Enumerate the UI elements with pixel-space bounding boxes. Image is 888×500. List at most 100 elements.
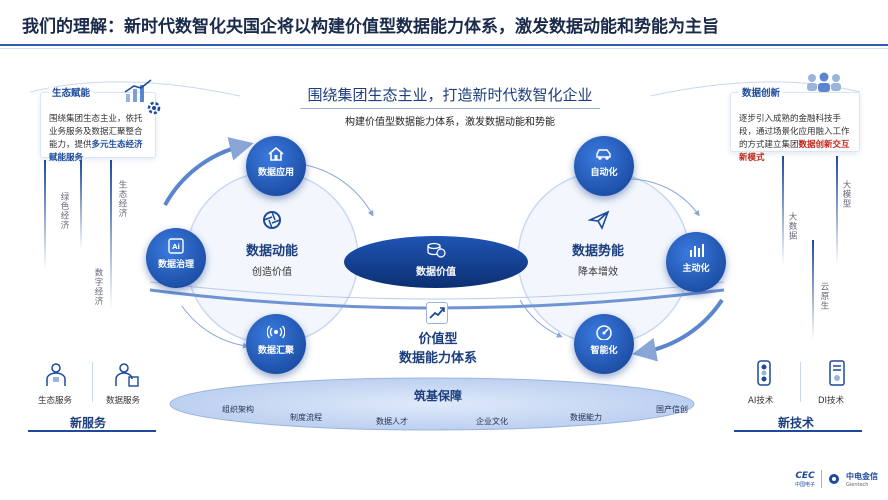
right-vlabel-cloud-native: 云原生 [819, 282, 829, 311]
left-drop-line-1 [44, 160, 46, 270]
foundation-ellipse [169, 377, 695, 431]
node-data-aggregation-label: 数据汇聚 [257, 346, 294, 356]
node-intelligent: 智能化 [574, 314, 634, 374]
left-vlabel-green-economy: 绿色经济 [59, 192, 69, 230]
right-vlabel-large-model: 大模型 [841, 180, 851, 209]
value-system-icon-box [426, 302, 448, 324]
title-divider [0, 44, 888, 46]
data-service-icon [115, 363, 139, 387]
eco-empowerment-panel: 生态赋能 围绕集团生态主业，依托业务服务及数据汇聚整合能力，提供多元生态经济赋能… [40, 87, 156, 163]
new-tech-title: 新技术 [778, 416, 815, 430]
new-service-item-eco: 生态服务 [38, 396, 73, 406]
right-cycle-outer-arc [632, 298, 724, 362]
gear-icon [147, 101, 161, 115]
eco-panel-title: 生态赋能 [49, 87, 94, 100]
foundation-item-culture: 企业文化 [476, 417, 508, 426]
new-tech-item-di: DI技术 [818, 396, 845, 406]
cec-logo: CEC 中国电子 [795, 471, 815, 488]
coins-icon [427, 242, 446, 258]
right-drop-line-2 [836, 156, 838, 266]
cec-logo-mark: CEC [795, 470, 815, 481]
left-cycle-outer-arc [163, 137, 254, 206]
center-subline: 构建价值型数据能力体系，激发数据动能和势能 [345, 117, 555, 128]
left-drop-line-3 [110, 160, 112, 310]
left-cycle-subtitle: 创造价值 [252, 267, 292, 278]
new-service-divider [92, 362, 93, 402]
node-data-application-label: 数据应用 [257, 168, 294, 178]
car-icon [596, 149, 611, 160]
foundation-item-process: 制度流程 [290, 413, 322, 422]
right-cycle-title: 数据势能 [571, 244, 624, 259]
home-icon [268, 146, 284, 161]
paper-plane-icon [588, 210, 610, 230]
traffic-light-icon [757, 360, 771, 386]
node-automation-label: 自动化 [590, 168, 618, 178]
bar-chart-icon [690, 244, 704, 257]
foundation-item-capability: 数据能力 [570, 413, 602, 422]
data-innovation-panel: 数据创新 逐步引入成熟的金融科技手段，通过场景化应用融入工作的方式建立集团数据创… [730, 87, 860, 163]
right-vlabel-big-data: 大数据 [787, 212, 797, 241]
brand-logo: CEC 中国电子 中电金信 Gientech [795, 470, 878, 488]
center-band-thin [149, 281, 725, 300]
value-system-title-line-1: 价值型 [418, 332, 458, 347]
left-cycle-label: 数据动能 创造价值 [222, 240, 322, 278]
left-vlabel-digital-economy: 数字经济 [93, 268, 103, 306]
node-data-aggregation: 数据汇聚 [246, 314, 306, 374]
left-cycle-title: 数据动能 [245, 244, 298, 259]
gientech-logo-name: 中电金信 [846, 471, 878, 481]
new-tech-underline [734, 430, 862, 432]
center-heading-rule [300, 108, 600, 109]
logo-divider [821, 470, 822, 488]
eco-panel-text: 围绕集团生态主业，依托业务服务及数据汇聚整合能力，提供 [49, 114, 143, 150]
aperture-icon [263, 211, 281, 229]
right-cycle-lower-arc [519, 299, 563, 338]
new-service-item-data: 数据服务 [106, 396, 141, 406]
trend-up-icon [429, 307, 445, 319]
gientech-logo: 中电金信 Gientech [846, 471, 878, 488]
left-cycle-lower-arc [181, 305, 249, 349]
left-cycle-inner-arc [299, 163, 374, 217]
node-proactive: 主动化 [666, 232, 726, 292]
person-service-icon [46, 363, 66, 386]
center-heading: 围绕集团生态主业，打造新时代数智化企业 构建价值型数据能力体系，激发数据动能和势… [300, 84, 600, 128]
di-tech-icon [829, 360, 845, 386]
node-data-governance-label: 数据治理 [157, 260, 194, 270]
left-drop-line-2 [80, 160, 82, 250]
innov-panel-title: 数据创新 [739, 87, 784, 100]
value-system-title-line-2: 数据能力体系 [398, 351, 477, 366]
left-vlabel-eco-economy: 生态经济 [117, 180, 127, 218]
page-title: 我们的理解：新时代数智化央国企将以构建价值型数据能力体系，激发数据动能和势能为主… [22, 17, 719, 37]
eco-chart-icon [124, 79, 152, 102]
new-service-title: 新服务 [70, 416, 107, 430]
node-automation: 自动化 [574, 136, 634, 196]
new-tech-item-ai: AI技术 [748, 396, 774, 406]
foundation-item-talent: 数据人才 [376, 417, 408, 426]
gientech-logo-icon [829, 474, 839, 484]
svg-text:Ai: Ai [172, 243, 180, 251]
value-system-title: 价值型 数据能力体系 [376, 328, 500, 366]
node-data-governance: Ai 数据治理 [146, 228, 206, 288]
hub-label: 数据价值 [416, 267, 456, 278]
gientech-logo-sub: Gientech [846, 481, 869, 488]
broadcast-icon [267, 325, 285, 339]
innov-panel-highlight: 数据创新交互新模式 [739, 140, 850, 163]
node-data-application: 数据应用 [246, 136, 306, 196]
title-divider-thin [0, 48, 888, 49]
right-drop-line-1 [782, 156, 784, 266]
innov-panel-text: 逐步引入成熟的金融科技手段，通过场景化应用融入工作的方式建立集团 [739, 114, 850, 150]
node-proactive-label: 主动化 [682, 264, 710, 274]
foundation-title: 筑基保障 [414, 389, 463, 403]
new-service-underline [28, 430, 156, 432]
foundation-item-org: 组织架构 [222, 405, 254, 414]
gauge-icon [596, 325, 612, 340]
foundation-item-xinchuang: 国产信创 [656, 405, 688, 414]
right-cycle-label: 数据势能 降本增效 [548, 240, 648, 278]
hub-ellipse [344, 236, 528, 288]
node-intelligent-label: 智能化 [590, 346, 618, 356]
center-headline: 围绕集团生态主业，打造新时代数智化企业 [307, 86, 593, 104]
people-icon [807, 72, 841, 92]
right-cycle-subtitle: 降本增效 [578, 267, 618, 278]
cec-logo-sub: 中国电子 [794, 481, 815, 488]
right-drop-line-3 [812, 240, 814, 340]
